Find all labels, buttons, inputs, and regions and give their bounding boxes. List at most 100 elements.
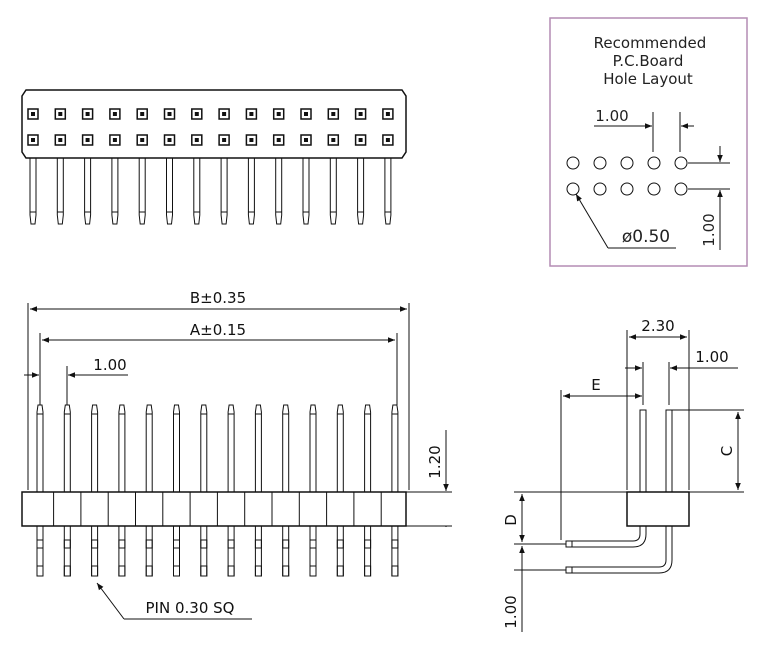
top-view-pin-leg xyxy=(357,158,365,225)
top-view-hole-pin xyxy=(194,138,199,142)
top-view-hole-pin xyxy=(276,138,281,142)
top-view-pin-leg xyxy=(302,158,310,225)
front-pin-lower-tip xyxy=(145,565,153,577)
front-pin-lower-band xyxy=(364,539,372,549)
top-view-hole xyxy=(218,134,230,146)
front-pin-lower xyxy=(254,525,262,577)
pcb-hole xyxy=(566,182,580,196)
top-view-pin-leg xyxy=(84,158,92,225)
top-view-pin-legs xyxy=(29,158,392,225)
pcb-hole xyxy=(647,182,661,196)
top-view-hole-pin xyxy=(331,138,336,142)
top-view-hole xyxy=(272,108,285,120)
top-view-pin-leg xyxy=(29,158,37,225)
front-pin-lower xyxy=(309,525,317,577)
front-pin-lower-band xyxy=(118,539,126,549)
front-pin-lower xyxy=(336,525,344,577)
pcb-hole xyxy=(674,156,688,170)
top-view-pin-leg xyxy=(247,158,255,225)
top-view-hole xyxy=(218,108,230,120)
side-width-label: 2.30 xyxy=(641,317,674,335)
pin-note-leader-diag xyxy=(96,582,125,620)
front-pin-lower xyxy=(63,525,71,577)
dim-a-label: A±0.15 xyxy=(190,321,246,339)
front-pin-lower xyxy=(227,525,235,577)
front-pin-lower xyxy=(173,525,180,577)
front-pin-upper xyxy=(145,404,153,492)
side-pin-rear-leg xyxy=(565,526,673,574)
front-pin-lower-tip xyxy=(364,565,372,577)
front-pin-upper xyxy=(36,404,44,492)
front-pin-upper xyxy=(91,404,99,492)
front-pin-lower xyxy=(282,525,290,577)
front-pin-lower-band xyxy=(254,539,262,549)
top-view-hole xyxy=(191,134,203,146)
top-view-hole-pin xyxy=(304,112,308,116)
top-view-hole xyxy=(191,108,203,120)
top-view-hole-pin xyxy=(194,112,199,116)
front-pin-lower-tip xyxy=(391,565,399,577)
dim-e-label: E xyxy=(591,376,600,394)
front-pin-lower-tip xyxy=(36,565,44,577)
dim-d-label: D xyxy=(502,514,520,526)
side-housing xyxy=(626,491,690,527)
top-view-hole xyxy=(327,108,340,120)
front-pin-upper xyxy=(118,404,126,492)
front-pin-lower-tip xyxy=(200,565,208,577)
top-view-hole-pin xyxy=(304,138,308,142)
dim-c-label: C xyxy=(718,446,736,456)
top-view-pin-holes xyxy=(27,108,394,146)
top-view-hole-pin xyxy=(140,138,145,142)
top-view-hole-pin xyxy=(222,138,227,142)
top-view-hole xyxy=(382,134,394,146)
pcb-hole xyxy=(620,182,634,196)
front-pin-upper xyxy=(391,404,399,492)
pcb-hole xyxy=(566,156,580,170)
top-view-hole-pin xyxy=(112,138,117,142)
top-view-hole xyxy=(136,108,148,120)
front-pin-lower-tip xyxy=(173,565,180,577)
top-view-hole xyxy=(81,134,94,146)
top-view-pin-leg xyxy=(166,158,173,225)
top-view-hole xyxy=(109,134,121,146)
front-pin-upper xyxy=(63,404,71,492)
top-view-hole xyxy=(272,134,285,146)
front-pitch-label: 1.00 xyxy=(93,356,126,374)
front-pin-lower-tip xyxy=(63,565,71,577)
front-pin-lower-band xyxy=(91,539,99,549)
top-view-hole-pin xyxy=(85,138,90,142)
top-view-hole xyxy=(327,134,340,146)
dim-b-label: B±0.35 xyxy=(190,289,246,307)
hole-diameter-leader-diag xyxy=(575,193,609,249)
row-pitch-label: 1.00 xyxy=(700,213,718,246)
front-pin-lower xyxy=(391,525,399,577)
pcb-hole xyxy=(647,156,661,170)
front-pin-lower-band xyxy=(200,539,208,549)
front-pin-lower-tip xyxy=(91,565,99,577)
front-pin-lower-band xyxy=(227,539,235,549)
top-view-hole xyxy=(163,108,176,120)
top-view-hole-pin xyxy=(249,138,254,142)
front-pin-upper xyxy=(254,404,262,492)
top-view-hole xyxy=(245,134,258,146)
front-pin-lower xyxy=(118,525,126,577)
top-view-pin-leg xyxy=(329,158,337,225)
front-pin-lower-tip xyxy=(282,565,290,577)
top-view-hole-pin xyxy=(58,138,63,142)
top-view-body-outline xyxy=(21,89,407,159)
top-view-hole-pin xyxy=(31,112,35,116)
hole-layout-title-line-1: Recommended xyxy=(594,34,707,52)
top-view-hole-pin xyxy=(276,112,281,116)
top-view-hole xyxy=(382,108,394,120)
top-view-hole-pin xyxy=(385,138,390,142)
top-view-hole-pin xyxy=(140,112,145,116)
front-pin-lower-band xyxy=(173,539,180,549)
top-view-pin-leg xyxy=(193,158,201,225)
front-pin-upper xyxy=(173,404,180,492)
top-view-hole-pin xyxy=(358,138,363,142)
front-pin-upper xyxy=(364,404,372,492)
top-view xyxy=(21,89,407,225)
hole-layout-title-line-2: P.C.Board xyxy=(613,52,684,70)
pcb-hole xyxy=(674,182,688,196)
